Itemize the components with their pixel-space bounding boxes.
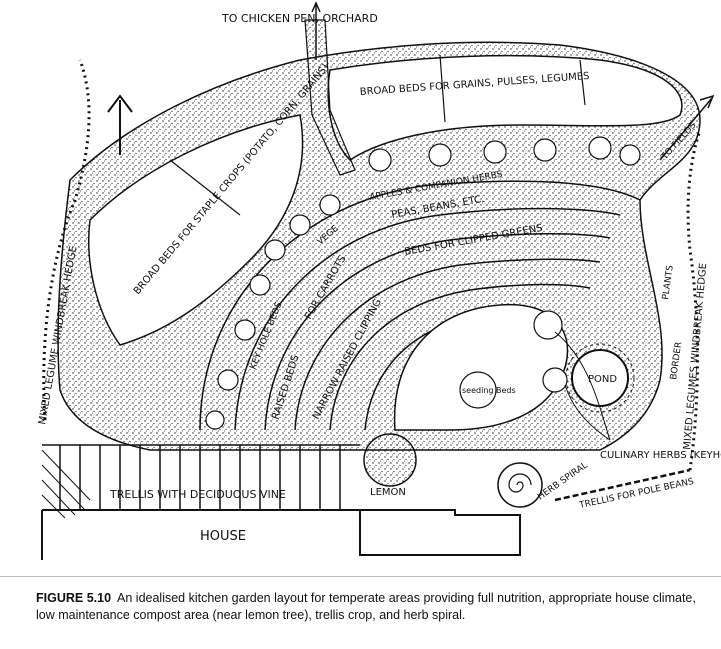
- caption-divider: [0, 576, 721, 577]
- hedge-right: [686, 129, 702, 471]
- figure-label: FIGURE 5.10: [36, 591, 112, 605]
- label-trellis-vine: TRELLIS WITH DECIDUOUS VINE: [109, 488, 286, 501]
- caption-text: An idealised kitchen garden layout for t…: [36, 591, 696, 622]
- lemon-tree: [363, 433, 417, 487]
- pond: [571, 349, 629, 407]
- hedge-left: [42, 59, 91, 421]
- path-to-chicken-pen: [304, 19, 356, 176]
- herb-spiral: [497, 462, 543, 508]
- label-border: BORDER: [669, 341, 684, 380]
- label-house: HOUSE: [200, 529, 246, 544]
- label-seeding-beds: seeding Beds: [462, 386, 516, 395]
- label-herb-spiral: HERB SPIRAL: [536, 461, 590, 503]
- label-plants: PLANTS: [661, 264, 676, 300]
- north-arrow-icon: [107, 94, 133, 155]
- trellis-pole-beans: [554, 468, 691, 502]
- apple-trees: [205, 136, 641, 430]
- label-chicken-pen: TO CHICKEN PEN, ORCHARD: [221, 12, 378, 25]
- label-lemon: LEMON: [370, 487, 406, 498]
- stairs-hatch: [41, 449, 91, 519]
- house-outline: [42, 509, 521, 556]
- label-pond: POND: [588, 374, 617, 385]
- broad-beds-staple: [88, 114, 304, 346]
- label-culinary-herbs: CULINARY HERBS (KEYHOLES): [600, 450, 721, 461]
- arrow-fields: [659, 97, 713, 161]
